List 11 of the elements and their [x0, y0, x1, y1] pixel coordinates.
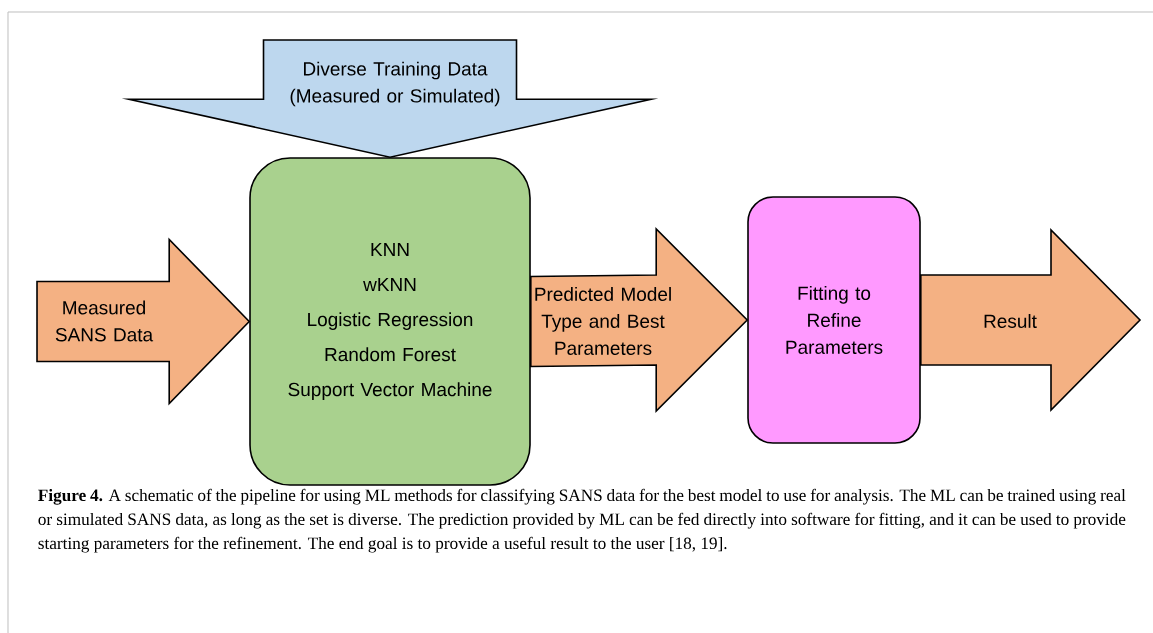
figure-caption: Figure 4. A schematic of the pipeline for using ML methods for classifying SANS data for the best model to use for analysis. The ML can be trained using real or simulated SANS data, as long as the set is diverse. The prediction provided by ML can be fed directly into software for fitting, and it can be used to provide starting parameters for the refinement. The end goal is to provide a useful result to the user [18, 19].: [38, 488, 1126, 553]
edge-label: Predicted Model Type and Best Parameters: [535, 287, 671, 355]
process-box: KNN wKNN Logistic Regression Random Forest Support Vector Machine: [249, 157, 531, 486]
edge-label: Measured SANS Data: [55, 300, 154, 342]
process-box: Fitting to Refine Parameters: [747, 196, 921, 444]
block-arrow: [530, 227, 749, 413]
block-arrow: [36, 237, 251, 406]
block-arrow: [121, 39, 659, 158]
edge-label: Result: [984, 314, 1037, 328]
block-arrow: [920, 228, 1142, 412]
edge-label: Diverse Training Data (Measured or Simulated): [290, 61, 500, 107]
